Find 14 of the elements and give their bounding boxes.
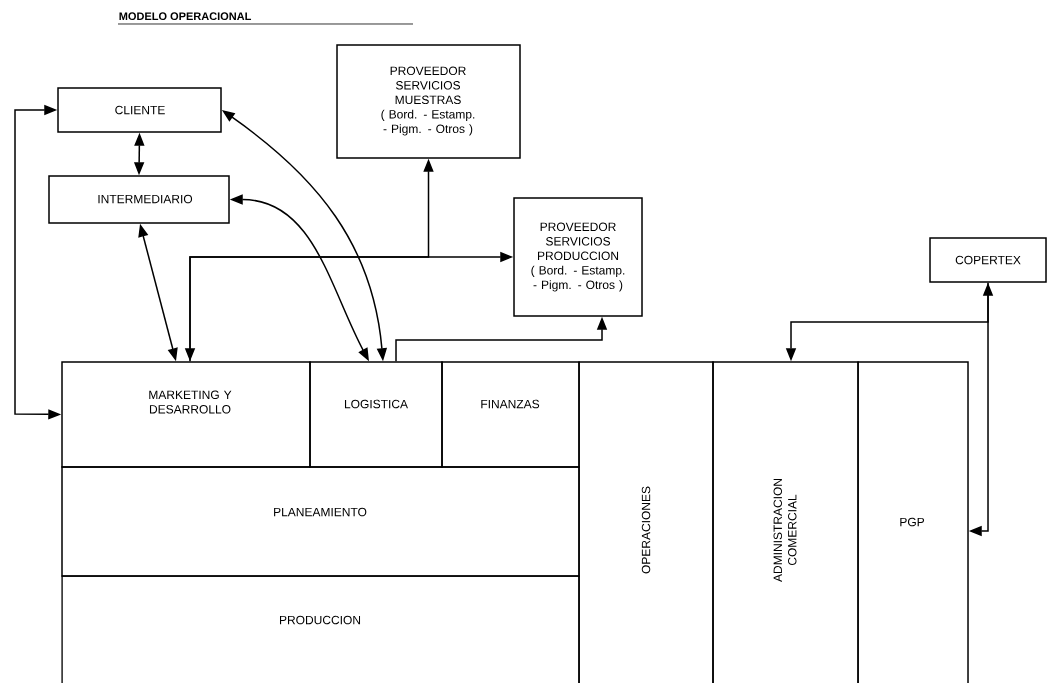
department-cell: FINANZAS	[441, 361, 580, 468]
department-cell: PGP	[857, 361, 969, 683]
department-cell: ADMINISTRACION COMERCIAL	[712, 361, 859, 683]
department-cell: PLANEAMIENTO	[61, 466, 580, 577]
process-box: INTERMEDIARIO	[48, 175, 230, 224]
process-box: CLIENTE	[57, 87, 222, 133]
department-cell: LOGISTICA	[309, 361, 443, 468]
department-cell: OPERACIONES	[578, 361, 714, 683]
process-box: PROVEEDOR SERVICIOS PRODUCCION ( Bord. - Estamp. - Pigm. - Otros )	[513, 197, 643, 317]
process-box: PROVEEDOR SERVICIOS MUESTRAS ( Bord. - Estamp. - Pigm. - Otros )	[336, 44, 521, 159]
title: MODELO OPERACIONAL	[119, 12, 251, 21]
department-cell: PRODUCCION	[61, 575, 580, 683]
process-box: COPERTEX	[929, 237, 1047, 283]
department-cell: MARKETING Y DESARROLLO	[61, 361, 311, 468]
